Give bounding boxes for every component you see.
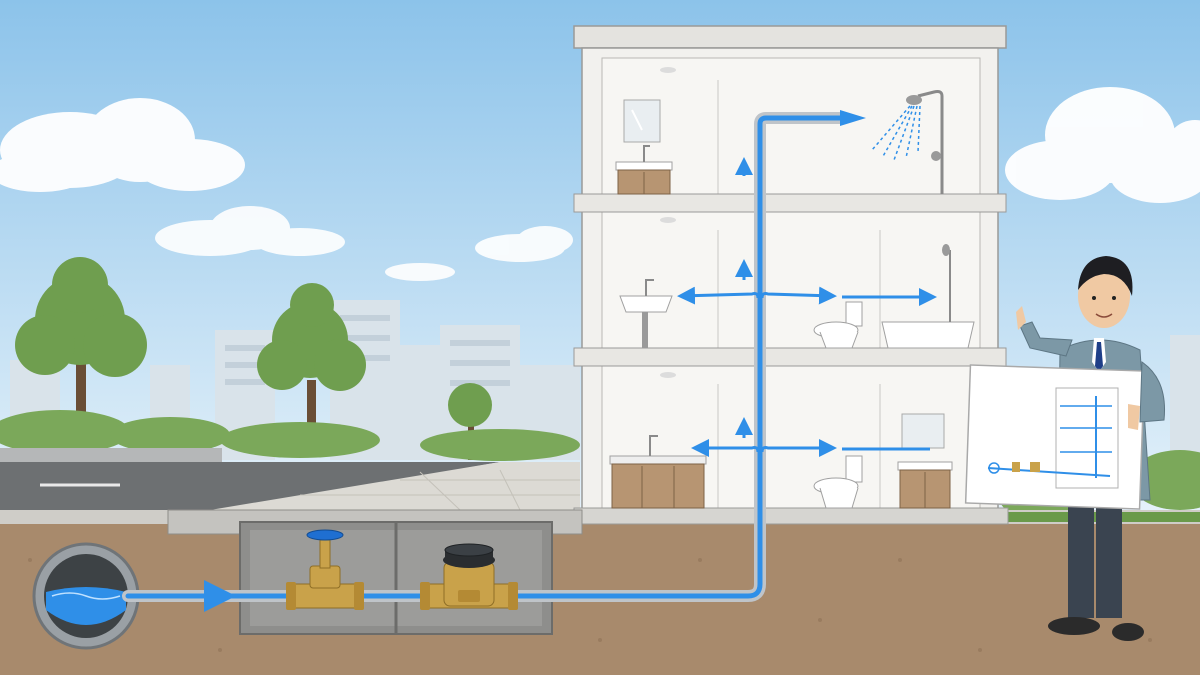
cloud-right bbox=[1005, 87, 1200, 203]
plan-board bbox=[964, 361, 1166, 510]
building-foundation bbox=[573, 507, 1009, 525]
service-pipe bbox=[122, 112, 937, 602]
washbasin-middle bbox=[619, 279, 673, 348]
flow-arrow-icon bbox=[136, 110, 866, 612]
sidewalk-joints bbox=[300, 469, 580, 511]
shower-icon bbox=[871, 90, 944, 194]
gate-valve-icon bbox=[286, 529, 364, 610]
city-skyline bbox=[10, 300, 1200, 460]
cloud-left bbox=[0, 98, 245, 192]
shower-spray bbox=[871, 105, 921, 161]
road bbox=[0, 462, 500, 510]
meter-pit bbox=[167, 509, 583, 635]
building bbox=[573, 25, 1009, 525]
bathtub-icon bbox=[881, 244, 975, 349]
washbasin-ground bbox=[897, 413, 953, 509]
tree-left bbox=[15, 257, 147, 435]
water-main-pipe bbox=[32, 542, 140, 650]
kitchen-sink-icon bbox=[609, 435, 707, 509]
tree-middle bbox=[257, 283, 366, 455]
building-roof bbox=[573, 25, 1007, 49]
washbasin-icon bbox=[615, 145, 673, 195]
toilet-ground bbox=[813, 455, 863, 509]
mirror-top bbox=[623, 99, 661, 143]
road-curb bbox=[0, 448, 222, 462]
floor-slab-middle bbox=[573, 347, 1007, 367]
floor-slab-upper bbox=[573, 193, 1007, 213]
cloud-middle bbox=[155, 206, 573, 281]
toilet-icon bbox=[813, 301, 863, 349]
sidewalk bbox=[210, 462, 580, 510]
water-meter-icon bbox=[420, 543, 518, 610]
